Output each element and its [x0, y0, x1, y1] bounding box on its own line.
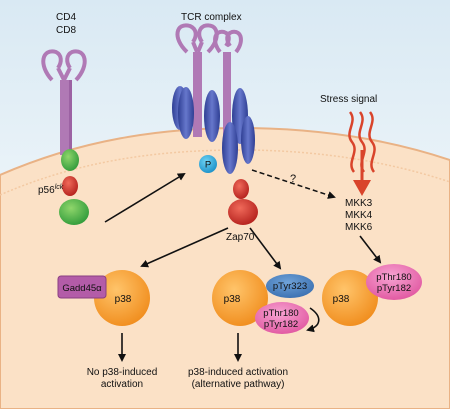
arrow-zap70-to-gadd45 [140, 227, 229, 268]
p38-left [94, 270, 150, 326]
zap70-kinase [228, 179, 258, 225]
tcr-complex-label: TCR complex [181, 12, 242, 23]
pthr180-right-label: pThr180 [376, 272, 411, 283]
stress-signal-arrow [348, 111, 376, 196]
arrow-lck-to-tcr [104, 172, 186, 223]
cd4-label: CD4 [56, 12, 76, 23]
p38-right-label: p38 [333, 294, 350, 305]
phosphate-tag [199, 155, 217, 173]
p38-middle [212, 270, 268, 326]
cd8-label: CD8 [56, 25, 76, 36]
phosphate-label: P [205, 160, 211, 171]
gadd45a-label: Gadd45α [62, 283, 102, 294]
p38-left-label: p38 [115, 294, 132, 305]
zap70-label: Zap70 [226, 232, 255, 243]
p38-middle-label: p38 [224, 294, 241, 305]
mkk3-label: MKK3 [345, 198, 373, 209]
arrow-autophosphorylation [306, 307, 320, 333]
p56lck-label: p56lck [38, 184, 64, 196]
p56lck-kinase [59, 149, 89, 225]
pthr180-middle-label: pThr180 [263, 308, 298, 319]
ptyr323-label: pTyr323 [273, 281, 307, 292]
no-activation-line1: No p38-induced [87, 367, 158, 378]
question-mark: ? [290, 173, 296, 185]
gadd45a-box [57, 275, 107, 299]
no-activation-line2: activation [101, 379, 143, 390]
pthr180-ptyr182-tag-right [366, 264, 422, 300]
ptyr182-middle-label: pTyr182 [264, 319, 298, 330]
pthr180-ptyr182-tag-middle [255, 302, 309, 334]
ptyr323-tag [266, 274, 314, 298]
arrow-tcr-to-mkk [251, 169, 336, 199]
arrow-zap70-to-p38 [249, 227, 282, 270]
alt-activation-line2: (alternative pathway) [192, 379, 285, 390]
ptyr182-right-label: pTyr182 [377, 283, 411, 294]
p38-right [322, 270, 378, 326]
alt-activation-line1: p38-induced activation [188, 367, 288, 378]
stress-signal-label: Stress signal [320, 94, 377, 105]
tcr-complex [172, 23, 255, 174]
mkk4-label: MKK4 [345, 210, 373, 221]
cd4-cd8-receptor [41, 49, 87, 155]
mkk6-label: MKK6 [345, 222, 373, 233]
arrow-mkk-to-p38 [359, 235, 382, 264]
